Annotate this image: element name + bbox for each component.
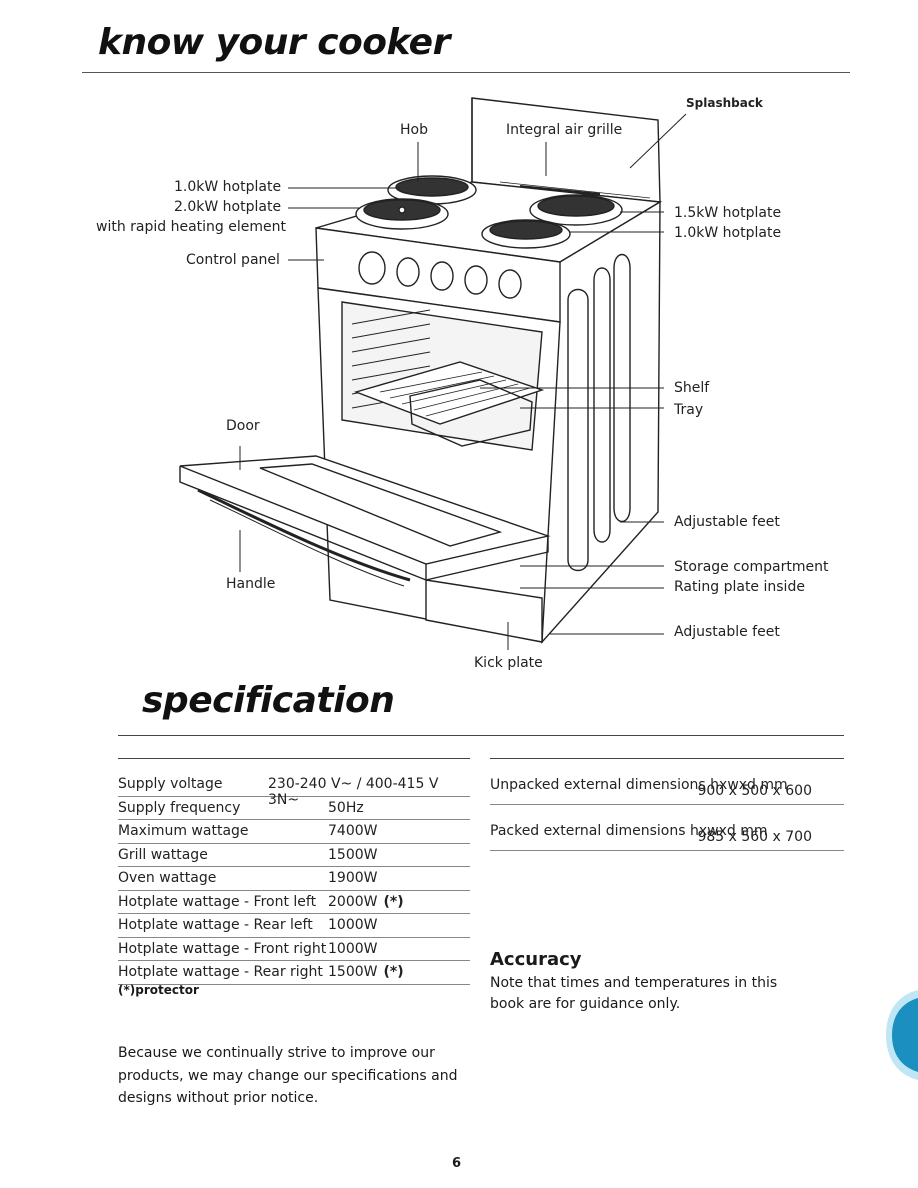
tray-label: Tray	[674, 402, 704, 418]
hob-label: Hob	[400, 122, 428, 138]
spec-divider	[118, 735, 844, 736]
hotplate-2kw-note: with rapid heating element	[96, 219, 286, 235]
cooker-illustration	[179, 97, 687, 650]
control-panel-label: Control panel	[186, 252, 280, 268]
table-row: Packed external dimensions hxwxd mm	[490, 805, 844, 851]
adjustable-feet-label-1: Adjustable feet	[674, 514, 780, 530]
table-row: Unpacked external dimensions hxwxd mm	[490, 759, 844, 805]
kick-plate-label: Kick plate	[474, 655, 543, 671]
accuracy-heading: Accuracy	[490, 949, 582, 970]
accuracy-text: Note that times and temperatures in this…	[490, 975, 778, 1012]
footnote: (*)protector	[118, 983, 199, 997]
rating-plate-label: Rating plate inside	[674, 579, 805, 595]
handle-label: Handle	[226, 576, 276, 592]
shelf-label: Shelf	[674, 380, 710, 396]
storage-compartment-label: Storage compartment	[674, 559, 829, 575]
adjustable-feet-label-2: Adjustable feet	[674, 624, 780, 640]
page-number: 6	[452, 1156, 462, 1171]
title-divider	[82, 72, 850, 73]
hotplate-1kw-left-label: 1.0kW hotplate	[174, 179, 282, 195]
notice-text: Because we continually strive to improve…	[118, 1045, 458, 1106]
hotplate-15kw-label: 1.5kW hotplate	[674, 205, 782, 221]
spec-title: specification	[142, 680, 395, 721]
door-label: Door	[226, 418, 260, 434]
dimensions-table: Unpacked external dimensions hxwxd mm 90…	[490, 758, 844, 851]
splashback-label: Splashback	[686, 96, 763, 110]
page-title: know your cooker	[98, 22, 450, 63]
hotplate-1kw-right-label: 1.0kW hotplate	[674, 225, 782, 241]
air-grille-label: Integral air grille	[506, 122, 623, 138]
cooker-diagram: Splashback Hob Integral air grille 1.0kW…	[80, 90, 850, 680]
hotplate-2kw-label: 2.0kW hotplate	[174, 199, 282, 215]
page-tab-icon	[886, 990, 918, 1080]
